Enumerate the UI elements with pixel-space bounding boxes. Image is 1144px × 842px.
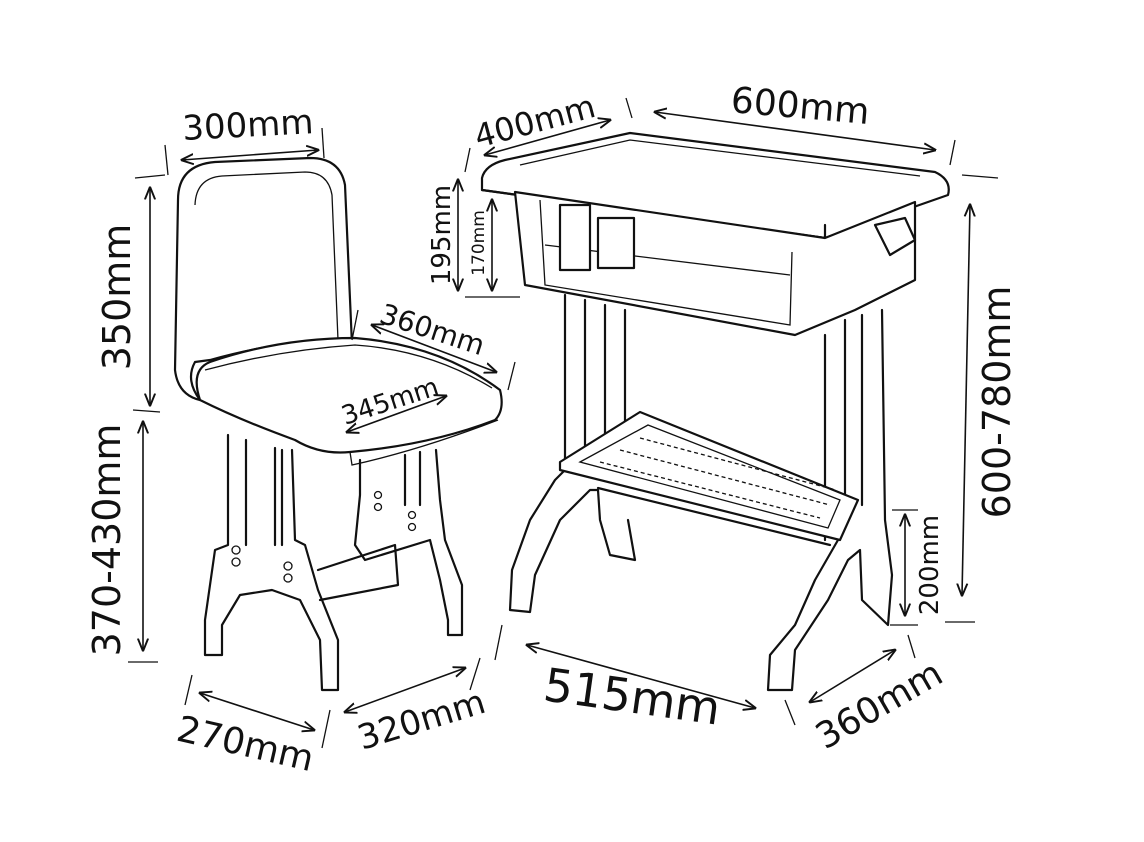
desk-base-depth-label: 360mm	[809, 653, 950, 758]
desk-drawer-inner-height-label: 170mm	[469, 210, 489, 276]
chair-base-width-label: 320mm	[353, 682, 490, 759]
chair-leg-right	[353, 448, 464, 637]
dimension-lines	[128, 97, 999, 749]
desk-leg-right	[766, 308, 894, 692]
desk-base-width-label: 515mm	[540, 657, 723, 735]
desk-top	[480, 131, 950, 240]
desk-leg-left	[508, 293, 637, 614]
desk-height-label: 600-780mm	[975, 286, 1019, 519]
desk-shelf	[558, 410, 860, 542]
desk-drawing	[480, 131, 950, 692]
chair-back-width-label: 300mm	[181, 102, 314, 149]
chair-back-height-label: 350mm	[95, 224, 139, 371]
chair-seat-height-label: 370-430mm	[85, 424, 129, 657]
desk-footrest-height-label: 200mm	[915, 515, 945, 615]
chair-base-depth-label: 270mm	[173, 709, 318, 780]
desk-drawer-outer-height-label: 195mm	[427, 185, 457, 285]
chair-leg-left	[203, 433, 340, 692]
